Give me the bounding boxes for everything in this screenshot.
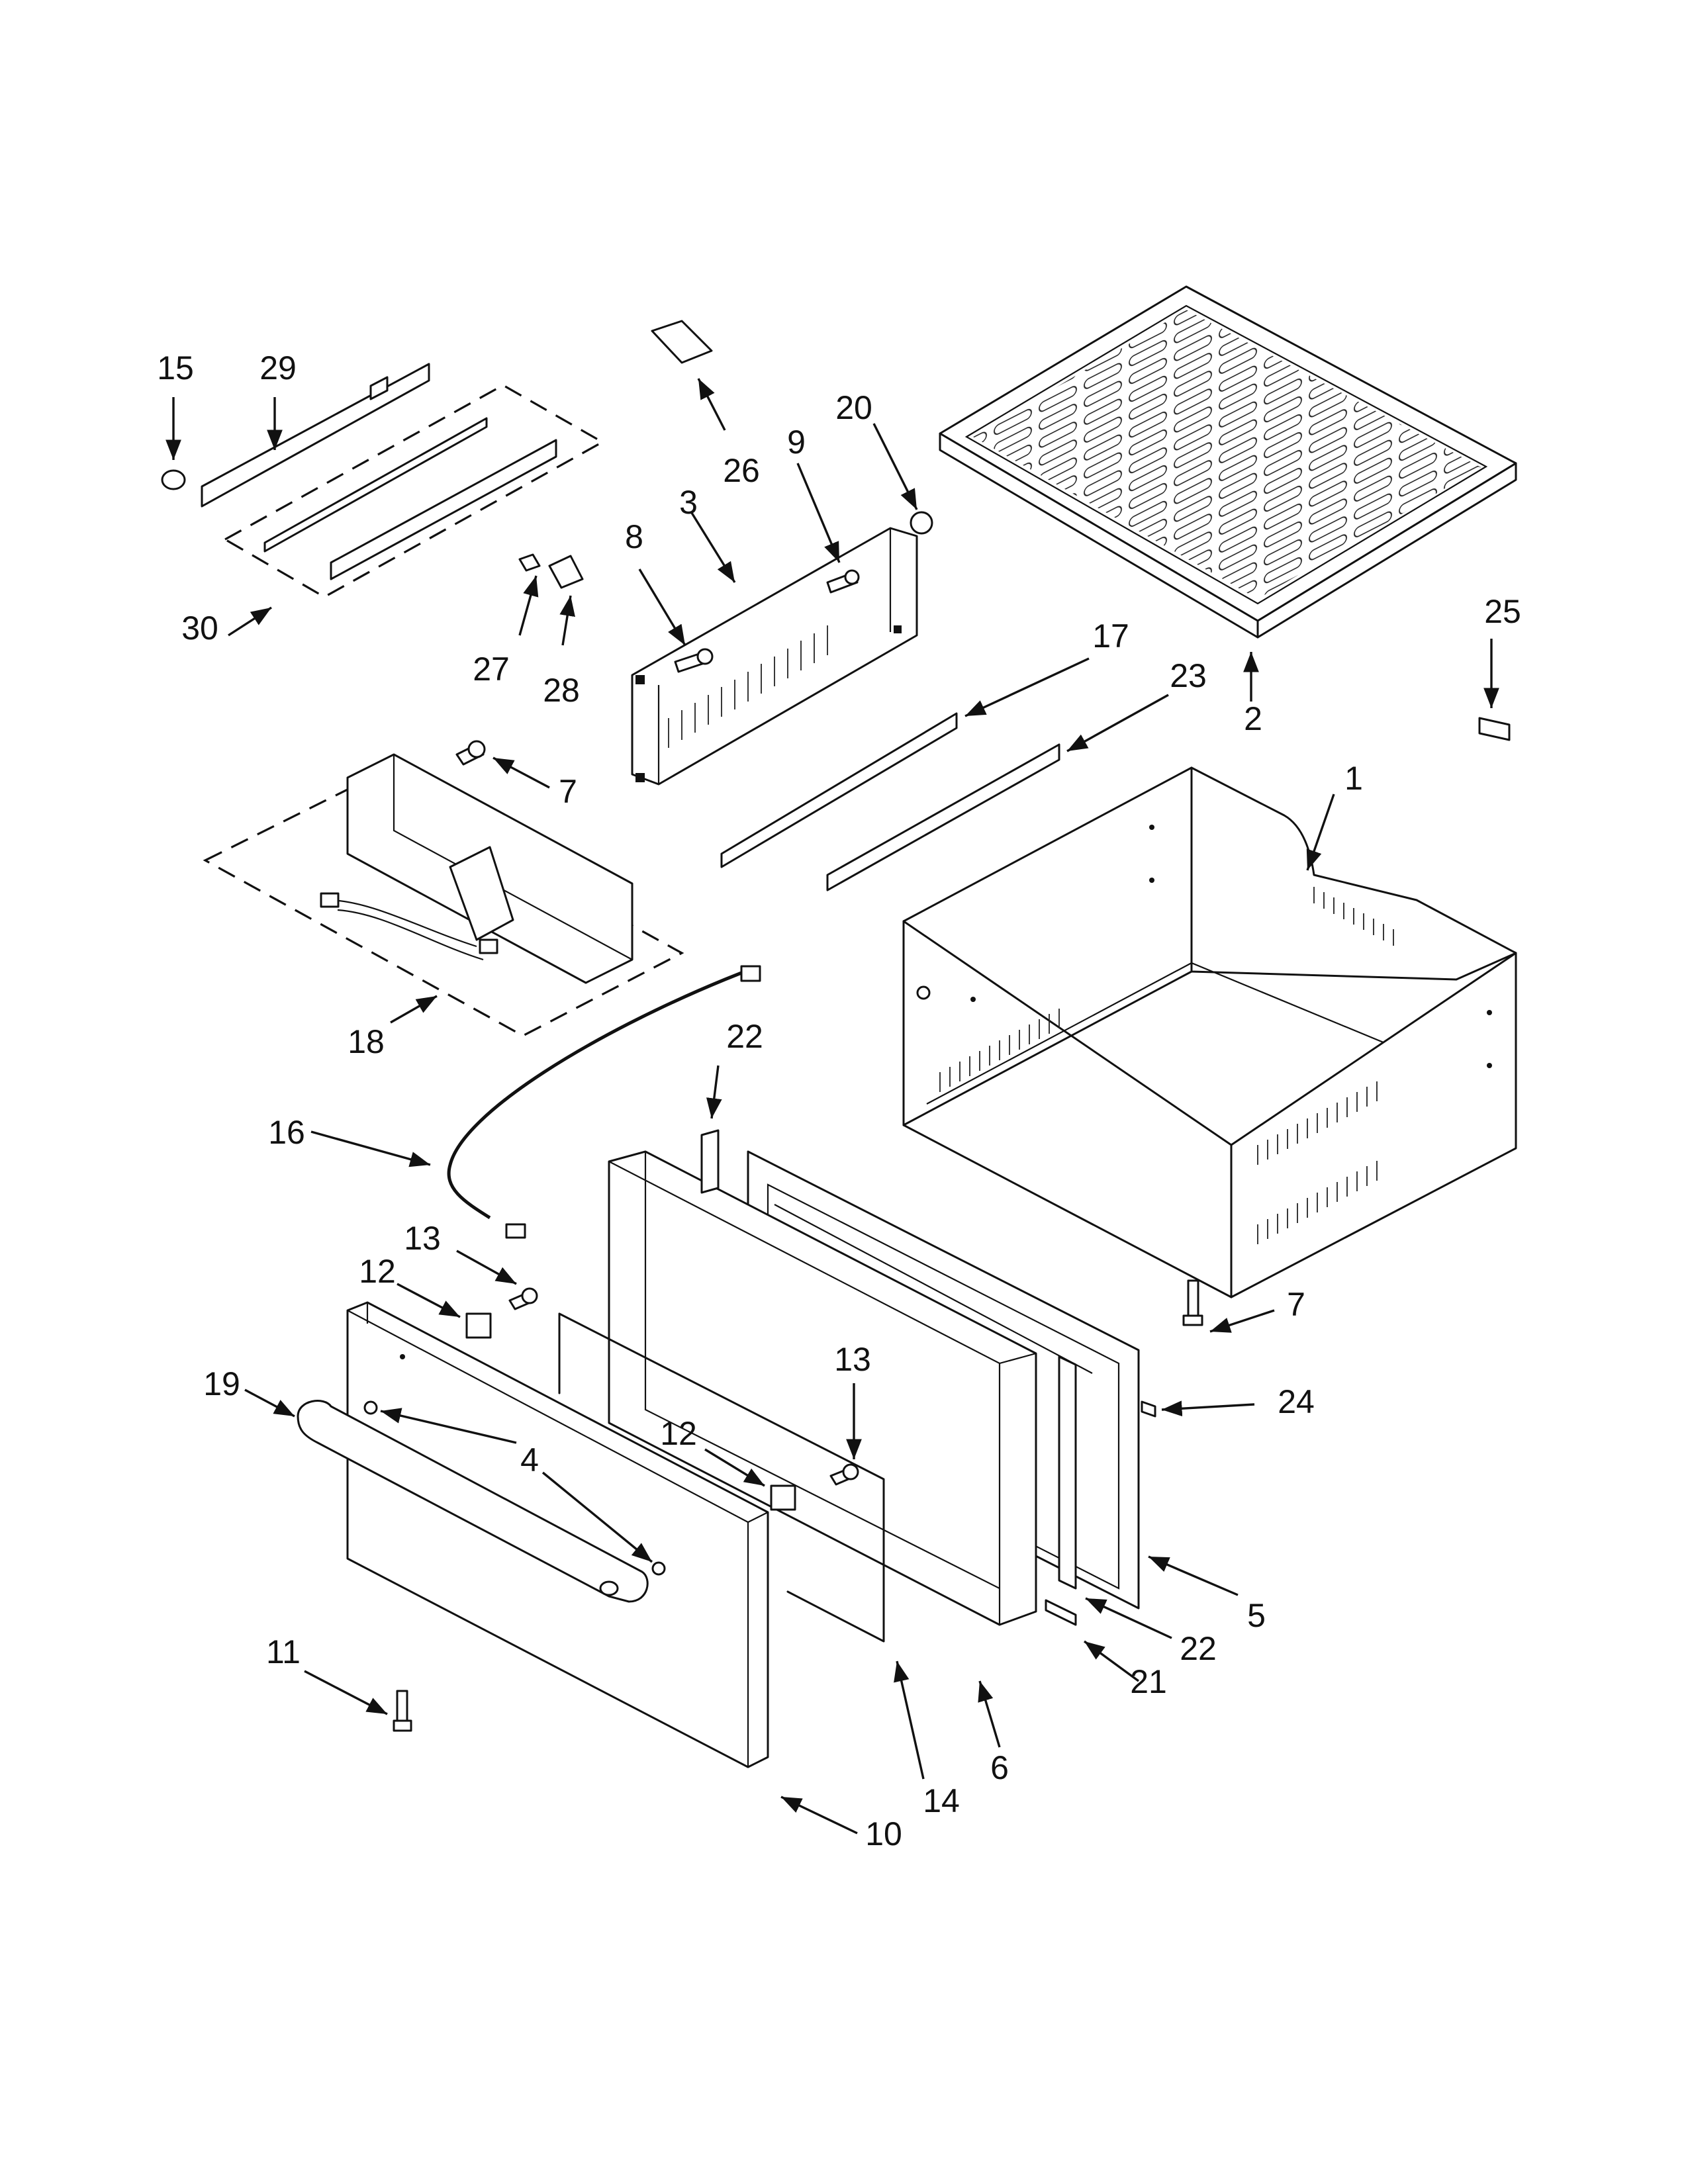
rear-panel: [631, 527, 918, 786]
callout-13b: 13: [834, 1341, 871, 1378]
callout-23: 23: [1170, 657, 1207, 694]
callout-5: 5: [1247, 1597, 1266, 1634]
screw-7-lower: [1182, 1279, 1203, 1326]
nut-20: [910, 511, 933, 535]
callout-24: 24: [1278, 1383, 1315, 1420]
callout-7-lower: 7: [1287, 1286, 1305, 1323]
inner-door: [608, 1150, 1037, 1626]
screw-8: [674, 648, 714, 673]
bracket-26: [651, 320, 713, 364]
drawer-vents-left: [939, 1009, 1060, 1092]
callout-9: 9: [787, 424, 806, 461]
door-handle: [297, 1400, 649, 1603]
callout-11: 11: [266, 1633, 301, 1670]
callout-labels: 1 2 3 4 5 6 7 7 8 9 10 11 12 12 13 13 14…: [157, 349, 1521, 1852]
callout-14: 14: [923, 1782, 960, 1819]
clip-25: [1478, 717, 1511, 741]
callout-30: 30: [181, 610, 218, 647]
rail-assembly: [161, 363, 605, 598]
strip-23: [826, 743, 1060, 891]
callout-2: 2: [1244, 700, 1262, 737]
callout-1: 1: [1344, 760, 1363, 797]
set-screw-4b: [651, 1561, 666, 1576]
callout-12a: 12: [359, 1253, 396, 1290]
drawer-pan: [902, 766, 1517, 1298]
washer-12b: [770, 1484, 796, 1511]
callout-19: 19: [203, 1365, 240, 1402]
callout-7-upper: 7: [559, 773, 577, 810]
callout-28: 28: [543, 672, 580, 709]
callout-6: 6: [990, 1749, 1009, 1786]
callout-12b: 12: [660, 1415, 697, 1452]
strip-17: [720, 712, 958, 868]
screw-9: [826, 569, 860, 594]
piece-21: [1045, 1599, 1077, 1626]
callout-13a: 13: [404, 1220, 441, 1257]
callout-25: 25: [1484, 593, 1521, 630]
part-28: [548, 555, 584, 589]
callout-3: 3: [679, 484, 698, 521]
control-assembly: [203, 753, 684, 1037]
gasket-piece-22-upper: [700, 1129, 720, 1194]
leader-lines: [165, 378, 1499, 1835]
callout-27: 27: [473, 651, 510, 688]
set-screw-4a: [363, 1400, 378, 1415]
callout-26: 26: [723, 452, 760, 489]
callout-18: 18: [348, 1023, 385, 1060]
screw-11: [393, 1690, 412, 1732]
callout-29: 29: [259, 349, 297, 387]
screw-13b: [829, 1463, 859, 1486]
callout-10: 10: [865, 1815, 902, 1852]
piece-24: [1141, 1400, 1156, 1418]
washer-12a: [465, 1312, 492, 1339]
screw-13a: [508, 1287, 538, 1310]
wire-shelf: [939, 285, 1517, 639]
callout-21: 21: [1130, 1663, 1167, 1700]
callout-20: 20: [835, 389, 872, 426]
callout-17: 17: [1092, 617, 1129, 655]
screw-7-upper: [455, 740, 486, 766]
part-27: [518, 553, 541, 572]
callout-16: 16: [268, 1114, 305, 1151]
callout-8: 8: [625, 518, 643, 555]
wire-harness: [447, 965, 761, 1239]
insulation-panel: [558, 1312, 885, 1643]
callout-22-lower: 22: [1180, 1630, 1217, 1667]
callout-22-upper: 22: [726, 1018, 763, 1055]
callout-4: 4: [520, 1441, 539, 1479]
callout-15: 15: [157, 349, 194, 387]
